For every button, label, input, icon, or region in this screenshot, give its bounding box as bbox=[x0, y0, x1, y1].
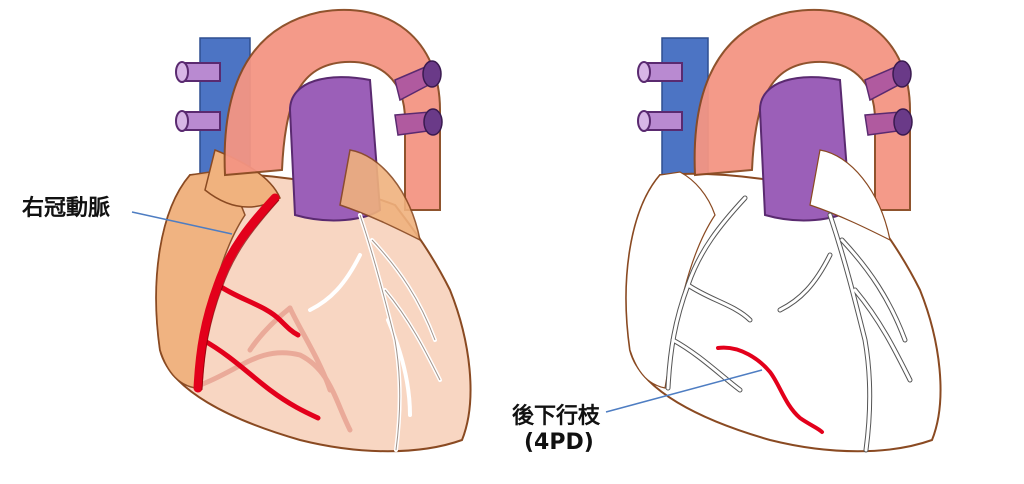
right-heart-diagram bbox=[625, 8, 942, 453]
left-leader-line bbox=[131, 211, 233, 235]
right-leader-line bbox=[605, 369, 763, 413]
posterior-descending-label-line2: (4PD) bbox=[524, 430, 594, 456]
aorta bbox=[223, 8, 441, 211]
posterior-descending-label: 後下行枝 (4PD) bbox=[512, 404, 600, 457]
right-coronary-artery bbox=[193, 193, 321, 421]
pulmonary-veins-left bbox=[175, 61, 221, 132]
right-coronary-artery-label: 右冠動脈 bbox=[22, 196, 111, 221]
posterior-descending-label-line1: 後下行枝 bbox=[512, 404, 601, 429]
aorta-right bbox=[693, 8, 911, 211]
faded-branches bbox=[197, 305, 353, 433]
posterior-descending-artery bbox=[716, 345, 824, 434]
left-heart-diagram bbox=[131, 8, 472, 453]
pulmonary-veins-right-diagram bbox=[637, 61, 683, 132]
left-auricle bbox=[339, 149, 422, 242]
